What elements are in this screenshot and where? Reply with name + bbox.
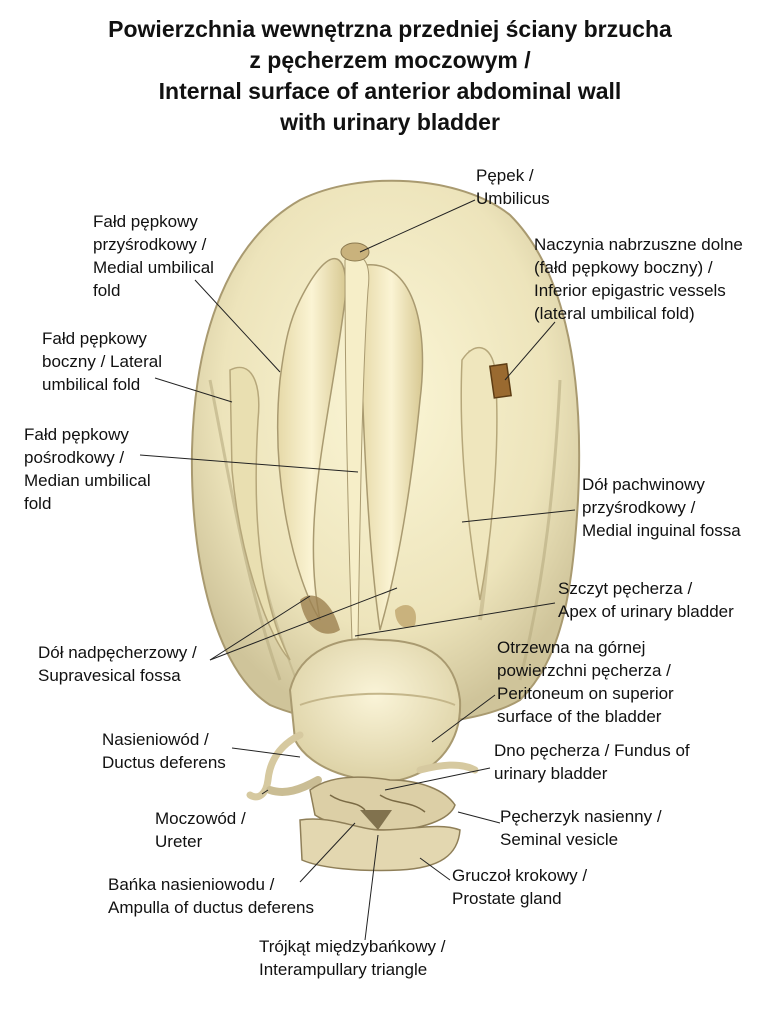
ureter-left	[266, 776, 322, 796]
label-ureter: Moczowód / Ureter	[155, 809, 246, 851]
title-line-4: with urinary bladder	[280, 109, 500, 135]
leader-lines	[139, 199, 576, 941]
median-umbilical-fold	[344, 255, 370, 641]
lateral-umbilical-fold-left	[229, 366, 291, 661]
label-peritoneum: Otrzewna na górnej powierzchni pęcherza …	[497, 638, 674, 726]
title-line-1: Powierzchnia wewnętrzna przedniej ściany…	[108, 16, 672, 42]
page-title: Powierzchnia wewnętrzna przedniej ściany…	[0, 14, 780, 138]
label-lateral-umbilical-fold: Fałd pępkowy boczny / Lateral umbilical …	[42, 329, 163, 394]
urinary-bladder	[288, 638, 462, 782]
label-medial-inguinal-fossa: Dół pachwinowy przyśrodkowy / Medial ing…	[582, 475, 741, 540]
lateral-umbilical-fold-right	[460, 346, 498, 601]
label-apex-of-urinary-bladder: Szczyt pęcherza / Apex of urinary bladde…	[558, 579, 734, 621]
prostate-gland	[299, 818, 461, 872]
label-umbilicus: Pępek / Umbilicus	[476, 166, 550, 208]
label-median-umbilical-fold: Fałd pępkowy pośrodkowy / Median umbilic…	[24, 425, 151, 513]
label-medial-umbilical-fold: Fałd pępkowy przyśrodkowy / Medial umbil…	[93, 212, 214, 300]
label-supravesical-fossa: Dół nadpęcherzowy / Supravesical fossa	[38, 643, 197, 685]
inferior-epigastric-vessel-cut	[489, 363, 512, 399]
label-fundus-of-urinary-bladder: Dno pęcherza / Fundus of urinary bladder	[494, 741, 690, 783]
label-seminal-vesicle: Pęcherzyk nasienny / Seminal vesicle	[500, 807, 662, 849]
label-ampulla-of-ductus-deferens: Bańka nasieniowodu / Ampulla of ductus d…	[108, 875, 315, 917]
ductus-deferens-left	[246, 731, 304, 801]
label-ductus-deferens: Nasieniowód / Ductus deferens	[102, 730, 226, 772]
label-inferior-epigastric-vessels: Naczynia nabrzuszne dolne (fałd pępkowy …	[534, 235, 743, 323]
title-line-2: z pęcherzem moczowym /	[249, 47, 531, 73]
label-prostate-gland: Gruczoł krokowy / Prostate gland	[452, 866, 588, 908]
ductus-deferens-right	[416, 761, 479, 774]
label-interampullary-triangle: Trójkąt międzybańkowy / Interampullary t…	[259, 937, 446, 979]
title-line-3: Internal surface of anterior abdominal w…	[158, 78, 622, 104]
umbilicus-shape	[340, 242, 370, 262]
